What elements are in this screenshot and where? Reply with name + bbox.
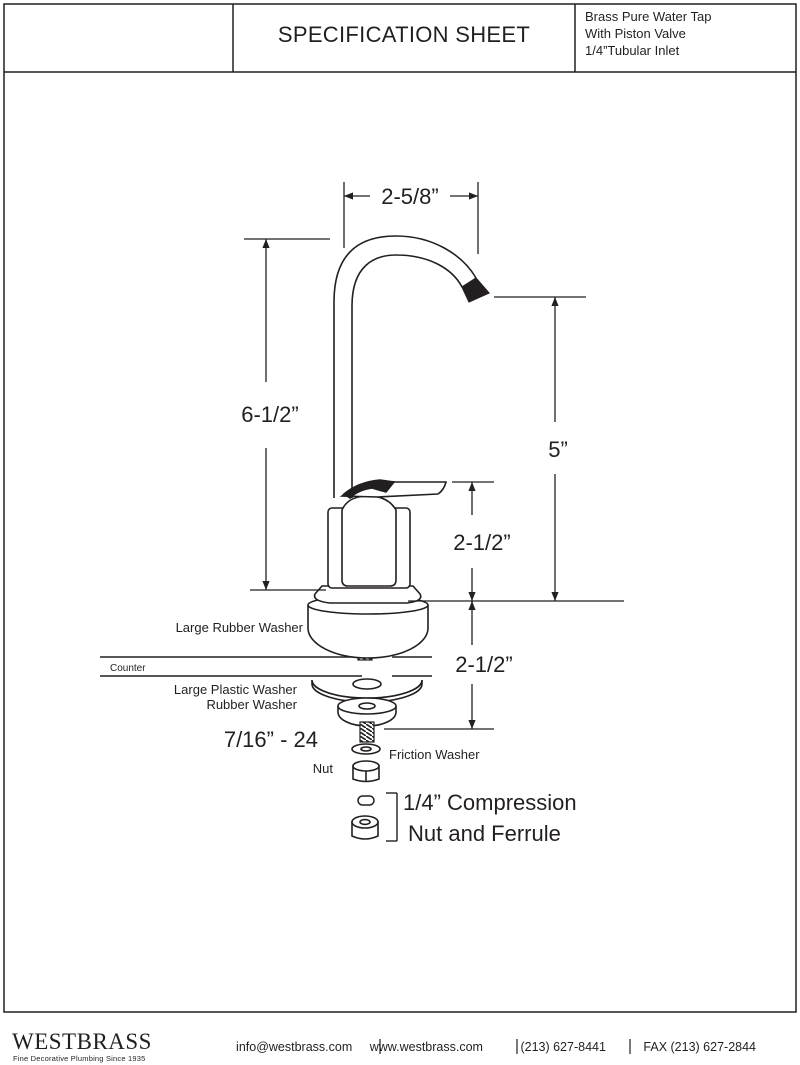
product-description: Brass Pure Water Tap With Piston Valve 1…: [585, 8, 711, 59]
ferrule-part: [357, 795, 375, 806]
dim-overall-height: 6-1/2”: [241, 402, 298, 427]
label-rubber-washer: Rubber Washer: [206, 697, 297, 712]
rubber-washer-part: [337, 697, 397, 727]
brand-logo: WESTBRASS Fine Decorative Plumbing Since…: [12, 1029, 152, 1064]
brand-tagline: Fine Decorative Plumbing Since 1935: [13, 1054, 146, 1063]
dim-spout-reach: 2-5/8”: [381, 184, 438, 209]
hex-nut-part: [352, 760, 380, 783]
friction-washer-part: [351, 743, 381, 755]
dim-spout-height-lines: [494, 296, 586, 601]
dim-spout-height: 5”: [548, 437, 568, 462]
dim-shank-length-lines: [384, 601, 494, 730]
label-large-rubber-washer: Large Rubber Washer: [176, 620, 304, 635]
contact-info: info@westbrass.com www.westbrass.com (21…: [236, 1040, 756, 1054]
label-counter: Counter: [110, 663, 146, 674]
dim-thread: 7/16” - 24: [224, 727, 318, 752]
large-rubber-washer-part: [307, 595, 429, 659]
large-plastic-washer-part: [311, 678, 423, 703]
footer-separators: [379, 1039, 631, 1054]
lever-handle: [339, 479, 448, 500]
document-title: SPECIFICATION SHEET: [277, 22, 531, 47]
faucet-base-plate: [313, 585, 422, 604]
contact-phone: (213) 627-8441: [520, 1040, 606, 1054]
label-compression-line2: Nut and Ferrule: [408, 821, 561, 846]
contact-email[interactable]: info@westbrass.com: [236, 1040, 353, 1054]
dim-handle-height: 2-1/2”: [453, 530, 510, 555]
dim-handle-height-lines: [452, 481, 494, 601]
faucet-body: [327, 495, 411, 589]
dim-shank-length: 2-1/2”: [455, 652, 512, 677]
dim-overall-height-lines: [244, 238, 330, 591]
contact-website[interactable]: www.westbrass.com: [369, 1040, 483, 1054]
gooseneck-spout: [333, 235, 477, 498]
counter-lines: [100, 656, 432, 677]
contact-fax: FAX (213) 627-2844: [643, 1040, 756, 1054]
dim-spout-reach-lines: [343, 182, 479, 254]
label-compression-line1: 1/4” Compression: [403, 790, 577, 815]
brand-name: WESTBRASS: [12, 1029, 152, 1054]
description-line-3: 1/4”Tubular Inlet: [585, 43, 680, 58]
shank-thread-lower: [359, 721, 375, 743]
label-nut: Nut: [313, 761, 334, 776]
sheet-frame: [3, 3, 797, 1013]
compression-nut-part: [351, 815, 379, 840]
spout-tip: [461, 277, 490, 303]
label-friction-washer: Friction Washer: [389, 747, 480, 762]
compression-bracket: [386, 792, 398, 842]
description-line-1: Brass Pure Water Tap: [585, 9, 712, 24]
label-large-plastic-washer: Large Plastic Washer: [174, 682, 298, 697]
description-line-2: With Piston Valve: [585, 26, 686, 41]
